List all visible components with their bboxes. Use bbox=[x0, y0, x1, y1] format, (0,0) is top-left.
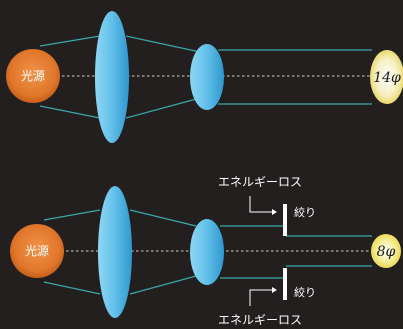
beam-line bbox=[129, 275, 197, 295]
light-source-label: 光源 bbox=[25, 244, 49, 258]
beam-line bbox=[125, 35, 201, 53]
arrow-head-icon bbox=[272, 209, 277, 215]
focusing-lens bbox=[190, 219, 224, 285]
condenser-lens bbox=[98, 186, 132, 318]
light-source bbox=[10, 224, 64, 278]
energy-loss-arrow-bottom bbox=[249, 289, 272, 306]
energy-loss-arrow-top bbox=[249, 196, 272, 213]
beam-line bbox=[125, 97, 201, 119]
condenser-lens bbox=[95, 11, 129, 143]
beam-line bbox=[39, 105, 101, 119]
focusing-lens bbox=[190, 44, 224, 110]
beam-line bbox=[43, 209, 101, 221]
aperture-plate-bottom bbox=[283, 268, 287, 300]
beam-line bbox=[43, 281, 101, 295]
spot-label: 8φ bbox=[377, 244, 396, 260]
output-spot bbox=[371, 234, 401, 268]
aperture-label-top: 絞り bbox=[294, 205, 316, 219]
light-source bbox=[6, 49, 60, 103]
beam-line bbox=[129, 209, 197, 227]
beam-line bbox=[39, 35, 101, 47]
output-spot bbox=[370, 50, 403, 104]
light-source-label: 光源 bbox=[21, 69, 45, 83]
energy-loss-label-top: エネルギーロス bbox=[218, 175, 302, 189]
aperture-label-bottom: 絞り bbox=[294, 285, 316, 299]
diagram-bottom: 光源 エネルギーロス 絞り 絞り エネルギーロス 8φ bbox=[10, 175, 401, 327]
aperture-plate-top bbox=[283, 204, 287, 236]
energy-loss-label-bottom: エネルギーロス bbox=[218, 313, 302, 327]
arrow-head-icon bbox=[272, 287, 277, 293]
diagram-top: 光源 14φ bbox=[6, 11, 403, 143]
spot-label: 14φ bbox=[373, 70, 401, 86]
